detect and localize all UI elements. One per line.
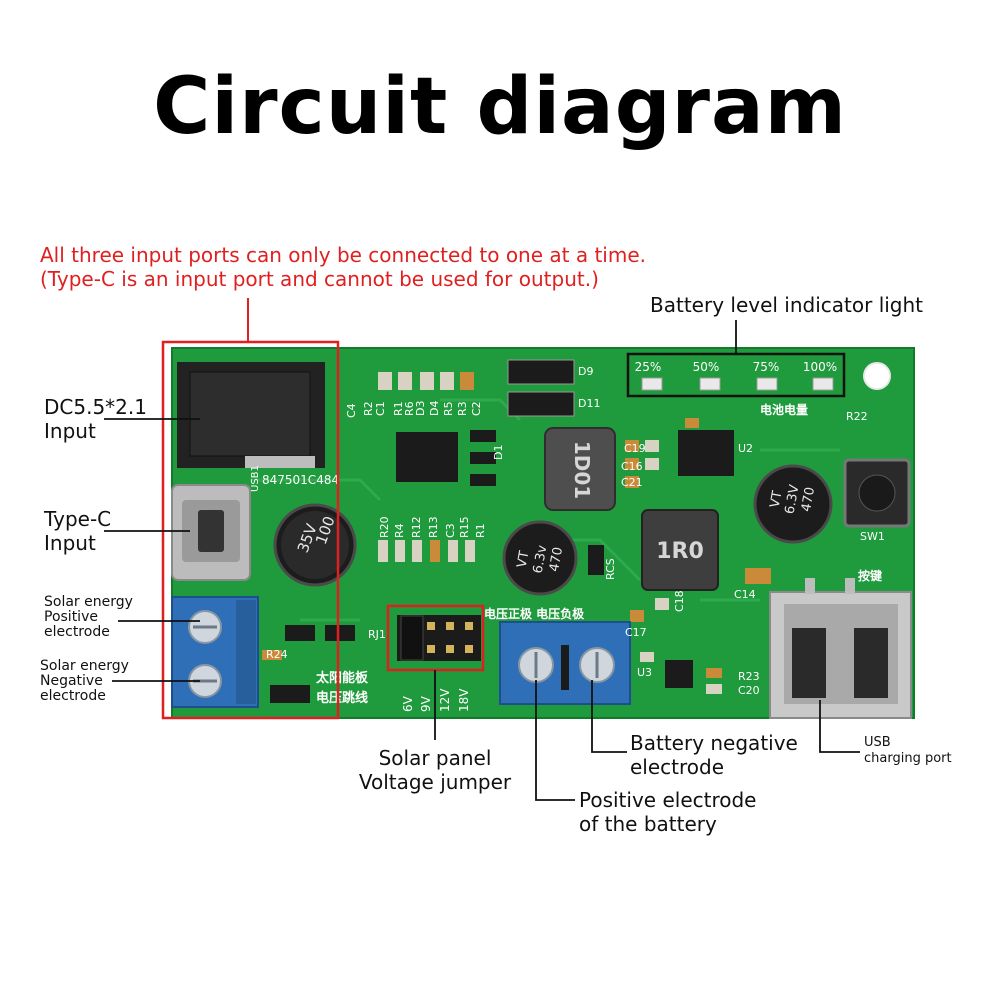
led-25 bbox=[641, 377, 663, 391]
silk-r15: R15 bbox=[458, 516, 471, 538]
led-75 bbox=[756, 377, 778, 391]
cap-mid-voltage: 6.3v bbox=[531, 544, 551, 575]
led-label-50: 50% bbox=[693, 360, 720, 374]
silk-c17: C17 bbox=[625, 626, 647, 639]
silk-r24: R24 bbox=[266, 648, 288, 661]
input-ports-highlight bbox=[161, 340, 340, 720]
smd-diode-c bbox=[270, 685, 310, 703]
led-100 bbox=[812, 377, 834, 391]
led-50 bbox=[699, 377, 721, 391]
silk-r5: R5 bbox=[442, 401, 455, 416]
silk-sw1: SW1 bbox=[860, 530, 885, 543]
diode-d9 bbox=[507, 359, 575, 385]
silk-d4: D4 bbox=[428, 401, 441, 416]
silk-r1b: R1 bbox=[474, 523, 487, 538]
cap-right-voltage: 6.3V bbox=[783, 483, 803, 515]
silk-c1: C1 bbox=[374, 401, 387, 416]
silk-button-cn: 按键 bbox=[858, 568, 882, 583]
inductor-1d01 bbox=[544, 427, 616, 511]
led-label-25: 25% bbox=[635, 360, 662, 374]
charger-ic-u2 bbox=[678, 430, 734, 476]
silk-part-code: 847501C484 bbox=[262, 473, 339, 487]
cap-right-vt: VT bbox=[768, 490, 786, 509]
silk-c14: C14 bbox=[734, 588, 756, 601]
silk-u2: U2 bbox=[738, 442, 753, 455]
silk-c21: C21 bbox=[621, 476, 643, 489]
silk-r20: R20 bbox=[378, 516, 391, 538]
page-title: Circuit diagram bbox=[153, 62, 847, 152]
silk-d11: D11 bbox=[578, 397, 600, 410]
led-label-75: 75% bbox=[753, 360, 780, 374]
silk-d3: D3 bbox=[414, 401, 427, 416]
cap-right-value: 470 bbox=[799, 486, 818, 513]
cap-mid-vt: VT bbox=[515, 550, 533, 569]
silk-solar-cn-2: 电压跳线 bbox=[316, 690, 368, 706]
silk-jumper-18v: 18V bbox=[457, 688, 471, 712]
silk-c18: C18 bbox=[673, 590, 686, 612]
silk-c16: C16 bbox=[621, 460, 643, 473]
silk-battery-level-cn: 电池电量 bbox=[760, 402, 808, 417]
silk-rj1: RJ1 bbox=[368, 628, 386, 641]
silk-rcs: RCS bbox=[604, 558, 617, 580]
silk-r22: R22 bbox=[846, 410, 868, 423]
silk-c20: C20 bbox=[738, 684, 760, 697]
smd-diode-a bbox=[285, 625, 315, 641]
pcb-traces bbox=[250, 398, 840, 622]
silk-r1: R1 bbox=[392, 401, 405, 416]
silk-r23: R23 bbox=[738, 670, 760, 683]
silk-r13: R13 bbox=[427, 516, 440, 538]
silk-jumper-12v: 12V bbox=[438, 688, 452, 712]
diode-d11 bbox=[507, 391, 575, 417]
inductor-1r0 bbox=[641, 509, 719, 591]
silk-d9: D9 bbox=[578, 365, 593, 378]
silk-u3: U3 bbox=[637, 666, 652, 679]
controller-ic bbox=[396, 432, 458, 482]
led-label-100: 100% bbox=[803, 360, 837, 374]
silk-jumper-6v: 6V bbox=[401, 695, 415, 712]
mounting-hole bbox=[863, 362, 891, 390]
silk-usb1: USB1 bbox=[250, 465, 261, 492]
silk-jumper-9v: 9V bbox=[419, 695, 433, 712]
silk-c3: C3 bbox=[444, 523, 457, 538]
silk-d1: D1 bbox=[492, 445, 505, 460]
silk-r3: R3 bbox=[456, 401, 469, 416]
capacitor-470uf-right bbox=[753, 464, 833, 544]
callout-lines bbox=[104, 298, 860, 801]
inductor-1-label: 1D01 bbox=[570, 441, 594, 499]
sense-resistor bbox=[588, 545, 604, 575]
silk-terminal-cn: 电压正极 电压负极 bbox=[484, 606, 585, 621]
warning-line-1: All three input ports can only be connec… bbox=[40, 243, 647, 267]
silk-r2: R2 bbox=[362, 401, 375, 416]
capacitor-470uf-mid bbox=[502, 520, 578, 596]
silk-r6: R6 bbox=[403, 401, 416, 416]
silk-solar-cn-1: 太阳能板 bbox=[315, 670, 369, 686]
silk-r4: R4 bbox=[393, 523, 406, 538]
battery-indicator-label: Battery level indicator light bbox=[650, 293, 924, 317]
warning-line-2: (Type-C is an input port and cannot be u… bbox=[40, 267, 599, 291]
ic-u3 bbox=[665, 660, 693, 688]
silk-c2: C2 bbox=[470, 401, 483, 416]
silk-c4: C4 bbox=[345, 403, 358, 418]
silk-r12: R12 bbox=[410, 516, 423, 538]
smd-diode-b bbox=[325, 625, 355, 641]
silk-c19: C19 bbox=[624, 442, 646, 455]
inductor-2-label: 1R0 bbox=[656, 539, 704, 564]
cap-mid-value: 470 bbox=[547, 546, 566, 573]
